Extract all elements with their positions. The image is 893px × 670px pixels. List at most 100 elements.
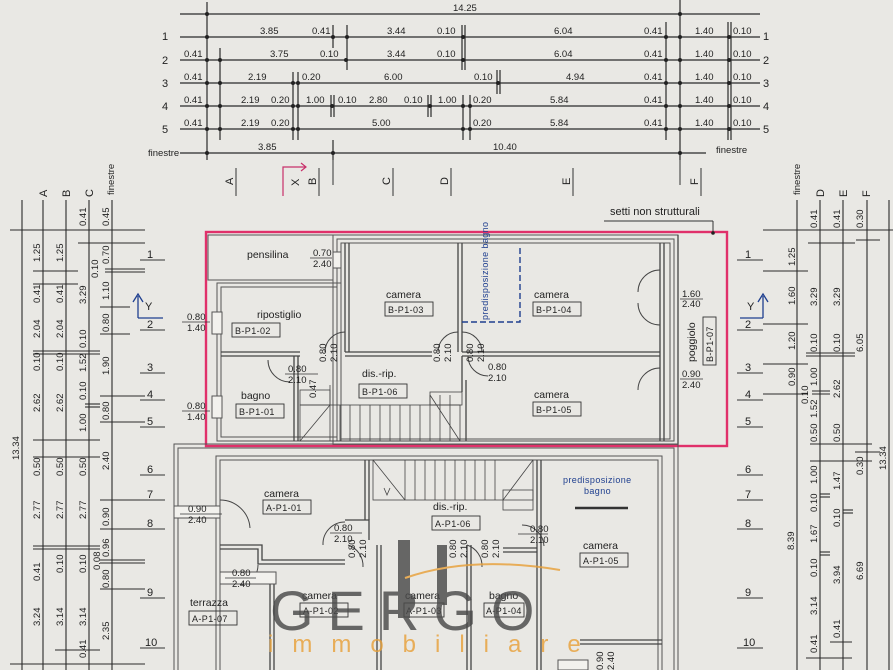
svg-text:0.30: 0.30	[855, 210, 866, 229]
room-camera-b04: camera	[534, 289, 569, 301]
svg-text:A: A	[38, 189, 50, 197]
room-ripostiglio: ripostiglio	[257, 309, 302, 321]
svg-text:B-P1-06: B-P1-06	[362, 387, 398, 397]
svg-text:4: 4	[162, 101, 168, 113]
svg-text:0.30: 0.30	[855, 457, 866, 476]
svg-text:B: B	[61, 190, 73, 197]
svg-text:1: 1	[162, 31, 168, 43]
svg-text:0.41: 0.41	[832, 620, 843, 639]
predisposizione-b-outline	[462, 245, 521, 323]
svg-text:1.60: 1.60	[682, 289, 701, 300]
svg-text:0.20: 0.20	[302, 72, 321, 83]
svg-text:A-P1-02: A-P1-02	[303, 606, 339, 616]
svg-text:2: 2	[745, 319, 751, 331]
svg-text:0.80: 0.80	[488, 362, 507, 373]
svg-text:3.14: 3.14	[55, 608, 66, 627]
svg-text:1.52: 1.52	[809, 400, 820, 419]
svg-text:0.41: 0.41	[184, 118, 203, 129]
svg-text:5.00: 5.00	[372, 118, 391, 129]
unit-b: setti non strutturali pensilina ripostig…	[182, 206, 729, 448]
svg-text:1.40: 1.40	[187, 323, 206, 334]
svg-text:E: E	[561, 178, 573, 185]
left-row-labels: 1 2 3 4 5 6 7 8 9 10	[145, 249, 157, 649]
room-bagno-a04: bagno	[489, 590, 518, 602]
svg-text:0.80: 0.80	[101, 570, 112, 589]
svg-text:A: A	[224, 177, 236, 185]
svg-text:B-P1-03: B-P1-03	[388, 305, 424, 315]
svg-text:2.40: 2.40	[313, 259, 332, 270]
svg-text:5.84: 5.84	[550, 118, 569, 129]
svg-text:8: 8	[147, 518, 153, 530]
svg-text:0.90: 0.90	[787, 368, 798, 387]
svg-text:D: D	[815, 189, 827, 197]
svg-text:0.80: 0.80	[101, 402, 112, 421]
right-row-labels: 1 2 3 4 5 6 7 8 9 10	[743, 249, 755, 649]
svg-text:A-P1-05: A-P1-05	[583, 556, 619, 566]
svg-text:1.40: 1.40	[695, 26, 714, 37]
svg-text:A-P1-01: A-P1-01	[266, 503, 302, 513]
svg-text:3.14: 3.14	[78, 608, 89, 627]
svg-text:0.80: 0.80	[448, 540, 459, 559]
svg-text:6.05: 6.05	[855, 334, 866, 353]
svg-text:D: D	[439, 177, 451, 185]
stairs-a	[372, 459, 534, 511]
predisposizione-a-label: predisposizione	[563, 475, 632, 485]
svg-text:F: F	[861, 190, 873, 197]
svg-text:0.50: 0.50	[809, 424, 820, 443]
svg-text:A-P1-03: A-P1-03	[406, 606, 442, 616]
svg-text:1: 1	[745, 249, 751, 261]
svg-text:0.41: 0.41	[78, 640, 89, 659]
svg-text:0.90: 0.90	[682, 369, 701, 380]
svg-text:0.10: 0.10	[55, 353, 66, 372]
svg-text:E: E	[838, 190, 850, 197]
svg-text:2.10: 2.10	[459, 540, 470, 559]
svg-text:C: C	[84, 189, 96, 197]
left-row-markers	[140, 259, 165, 649]
svg-text:2.19: 2.19	[241, 118, 260, 129]
left-dim-labels: A B C finestre 13.34 1.25 0.41 2.04 0.10…	[11, 164, 117, 658]
svg-text:0.41: 0.41	[32, 563, 43, 582]
svg-text:0.50: 0.50	[78, 458, 89, 477]
left-dimensions	[10, 200, 145, 670]
svg-text:0.50: 0.50	[32, 458, 43, 477]
svg-text:2.62: 2.62	[32, 394, 43, 413]
svg-text:2.10: 2.10	[443, 344, 454, 363]
svg-text:finestre: finestre	[716, 145, 747, 156]
svg-text:3.75: 3.75	[270, 49, 289, 60]
svg-text:1.00: 1.00	[809, 368, 820, 387]
svg-text:4: 4	[147, 389, 153, 401]
svg-text:2.04: 2.04	[55, 320, 66, 339]
svg-text:F: F	[689, 178, 701, 185]
svg-text:1.40: 1.40	[695, 49, 714, 60]
svg-text:2.62: 2.62	[832, 380, 843, 399]
predisposizione-b-label: predisposizione bagno	[480, 222, 490, 320]
svg-text:0.10: 0.10	[809, 559, 820, 578]
svg-text:0.20: 0.20	[271, 95, 290, 106]
svg-text:3: 3	[147, 362, 153, 374]
highlight-outline	[204, 230, 729, 448]
setti-annotation: setti non strutturali	[610, 206, 700, 218]
svg-text:2.77: 2.77	[32, 501, 43, 520]
svg-text:0.10: 0.10	[90, 260, 101, 279]
svg-text:3.24: 3.24	[32, 608, 43, 627]
svg-text:0.10: 0.10	[733, 72, 752, 83]
svg-text:X: X	[290, 178, 302, 186]
svg-text:0.80: 0.80	[465, 344, 476, 363]
room-terrazza: terrazza	[190, 597, 228, 609]
svg-text:2.62: 2.62	[55, 394, 66, 413]
svg-text:A-P1-06: A-P1-06	[435, 519, 471, 529]
svg-text:0.80: 0.80	[480, 540, 491, 559]
svg-text:2.10: 2.10	[358, 540, 369, 559]
svg-text:5: 5	[162, 124, 168, 136]
svg-text:0.41: 0.41	[32, 285, 43, 304]
svg-text:7: 7	[147, 489, 153, 501]
svg-text:0.41: 0.41	[184, 95, 203, 106]
svg-text:1.00: 1.00	[809, 466, 820, 485]
svg-text:0.70: 0.70	[101, 246, 112, 265]
svg-text:1.47: 1.47	[832, 472, 843, 491]
svg-text:B-P1-05: B-P1-05	[536, 405, 572, 415]
svg-text:0.10: 0.10	[437, 49, 456, 60]
svg-text:3.44: 3.44	[387, 49, 406, 60]
column-markers: A B C D E F X	[224, 158, 702, 196]
